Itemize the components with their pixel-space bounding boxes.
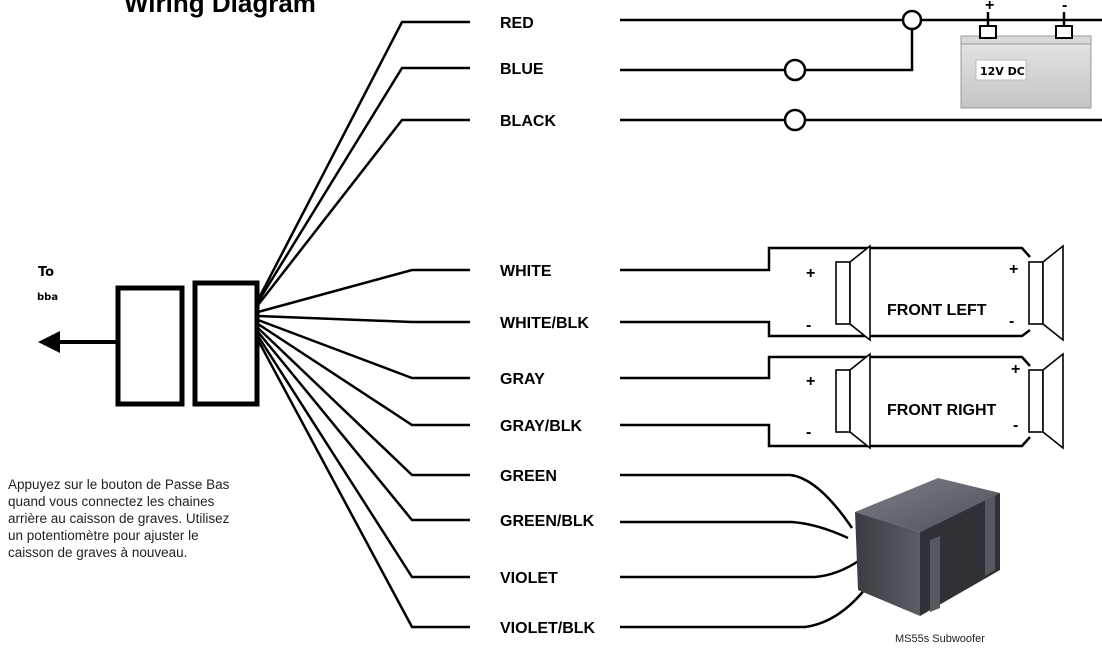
subwoofer-wiring [620,473,874,629]
wire-label-black: BLACK [500,113,556,130]
battery-icon [960,25,1092,109]
speaker-front-right-b-icon [1028,352,1064,450]
speaker-label-front-left: FRONT LEFT [887,302,987,319]
note-line: arrière au caisson de graves. Utilisez [8,511,230,526]
front-right-negative-sign: - [806,424,811,441]
fuse-blue-icon [783,58,807,82]
connector-housing-left [115,285,185,407]
instruction-note: Appuyez sur le bouton de Passe Bas quand… [8,476,258,561]
harness-wire-white [257,268,470,314]
note-line: quand vous connectez les chaines [8,494,215,509]
harness-wire-violet-blk [256,339,470,629]
wire-label-gray: GRAY [500,371,545,388]
harness-wire-green-blk [257,331,470,522]
front-right-wiring [620,355,1031,448]
harness-wire-white-blk [257,314,470,324]
note-line: un potentiomètre pour ajuster le [8,528,199,543]
speaker-wire-labels: WHITE WHITE/BLK GRAY GRAY/BLK GREEN GREE… [500,263,596,637]
front-left-positive-sign-right: + [1009,261,1018,278]
wire-label-red: RED [500,15,534,32]
wire-label-white-blk: WHITE/BLK [500,315,589,332]
speaker-front-left-b-icon [1028,244,1064,342]
front-right-negative-sign-right: - [1013,417,1018,434]
power-wire-labels: RED BLUE BLACK [500,15,556,130]
harness-wire-gray-blk [257,322,470,427]
front-left-negative-sign-right: - [1009,313,1014,330]
wire-label-white: WHITE [500,263,552,280]
note-line: caisson de graves à nouveau. [8,545,188,560]
fuse-red-icon [901,9,923,31]
front-left-negative-sign: - [806,317,811,334]
subwoofer-caption: MS55s Subwoofer [895,633,985,645]
direction-arrow-icon [38,331,118,353]
wire-label-violet-blk: VIOLET/BLK [500,620,596,637]
harness-wires [256,20,470,629]
wire-label-blue: BLUE [500,61,544,78]
battery-label: 12V DC [980,65,1025,78]
front-right-positive-sign-right: + [1011,361,1020,378]
harness-wire-green [257,327,470,477]
speaker-front-right-a-icon [835,352,871,450]
battery-negative-sign: - [1062,0,1067,14]
harness-wire-violet [256,335,470,579]
speaker-label-front-right: FRONT RIGHT [887,402,997,419]
diagram-title: Wiring Diagram [124,0,316,18]
wire-label-green-blk: GREEN/BLK [500,513,595,530]
front-left-wiring [620,246,1031,338]
harness-wire-black [257,118,470,306]
wire-label-gray-blk: GRAY/BLK [500,418,583,435]
connector-housing-right [192,280,260,407]
subwoofer-icon [855,478,1000,616]
fuse-black-icon [783,108,807,132]
front-right-positive-sign: + [806,373,815,390]
wire-label-violet: VIOLET [500,570,558,587]
harness-wire-gray [257,318,470,380]
wire-label-green: GREEN [500,468,557,485]
front-left-positive-sign: + [806,265,815,282]
note-line: Appuyez sur le bouton de Passe Bas [8,477,230,492]
speaker-front-left-a-icon [835,244,871,342]
harness-wire-blue [256,66,470,303]
battery-positive-sign: + [985,0,994,14]
destination-label-to: To [38,265,54,280]
destination-label-bba: bba [37,292,58,303]
harness-wire-red [256,20,470,301]
